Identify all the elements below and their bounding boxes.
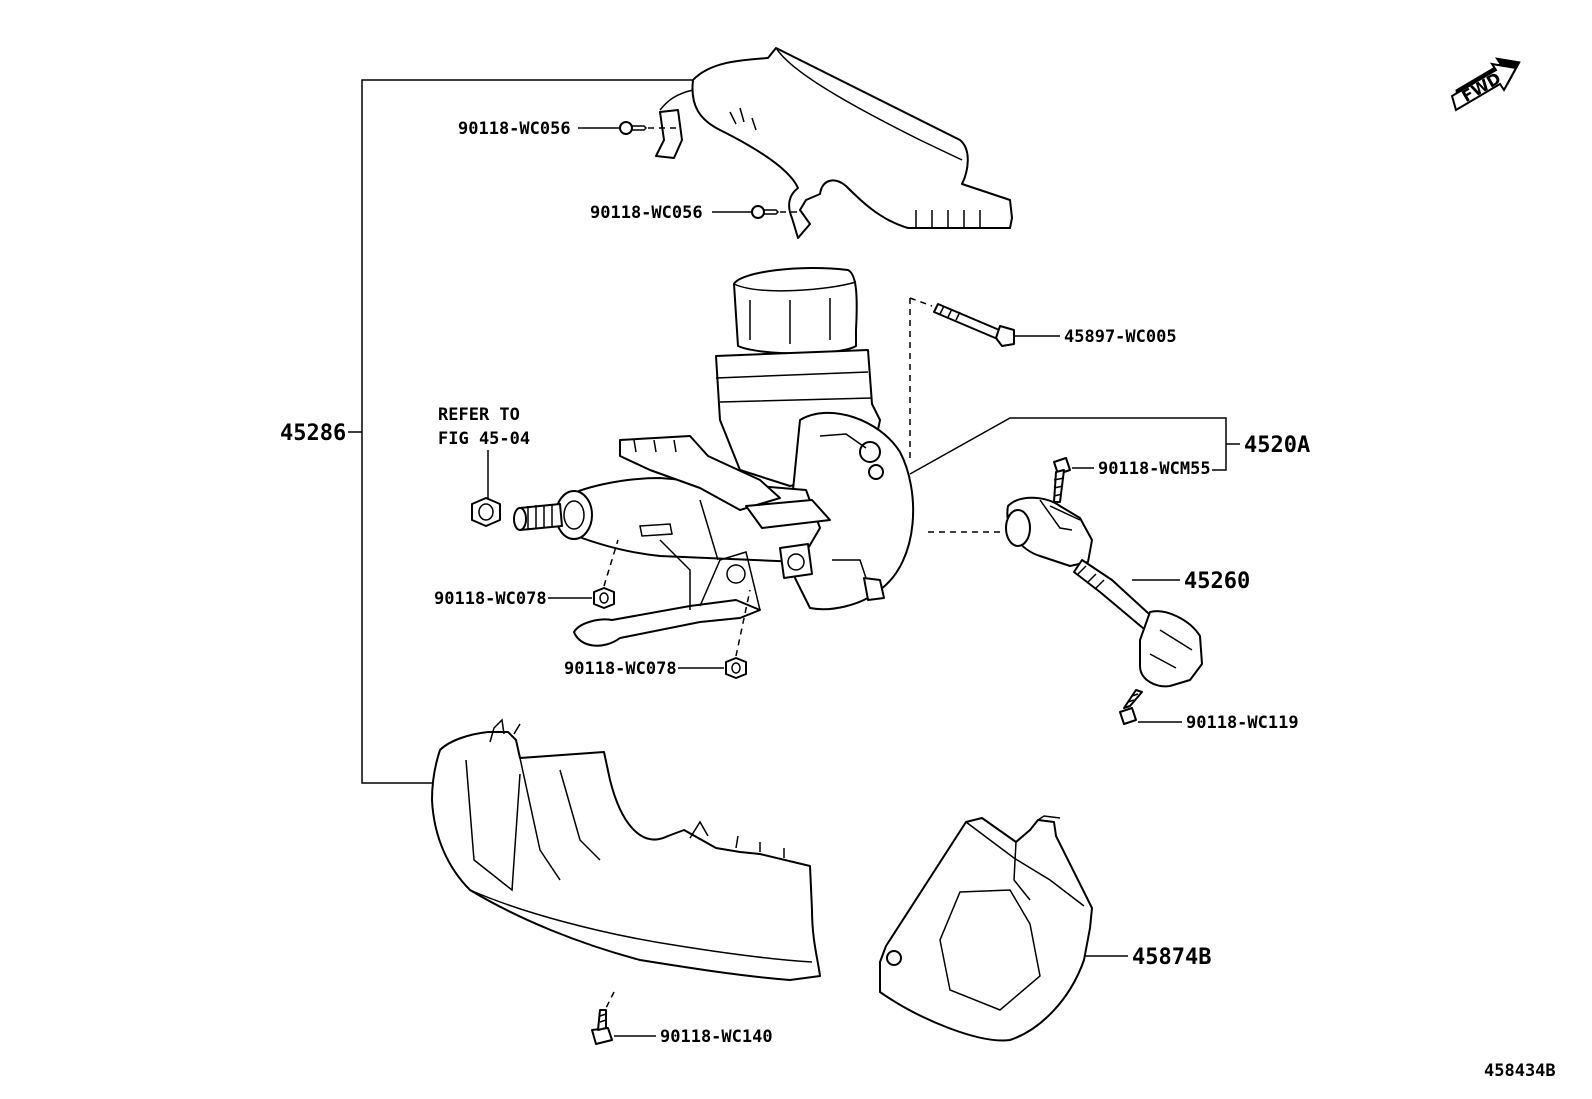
label-wc140: 90118-WC140	[660, 1027, 773, 1047]
label-wc078-a: 90118-WC078	[434, 589, 547, 609]
label-45286: 45286	[280, 421, 346, 446]
label-wc056-top: 90118-WC056	[458, 119, 571, 139]
fwd-label: FWD	[1458, 69, 1504, 106]
label-wc078-b: 90118-WC078	[564, 659, 677, 679]
cover-45874b	[879, 815, 1093, 1042]
label-45897-wc005: 45897-WC005	[1064, 327, 1177, 347]
screw-wc056-top-icon	[619, 121, 648, 135]
bolt-wcm55-icon	[1053, 457, 1071, 503]
refer-to-line-1: REFER TO	[438, 405, 520, 425]
upper-column-cover	[655, 47, 1013, 239]
screw-wc140-icon	[591, 1009, 613, 1045]
steering-column-assembly	[513, 266, 915, 647]
label-wc056-bottom: 90118-WC056	[590, 203, 703, 223]
assembly-bracket-45286	[348, 79, 693, 784]
nut-wc078-a-icon	[593, 587, 615, 609]
fwd-arrow-icon: FWD	[1450, 57, 1521, 112]
refer-to-line-2: FIG 45-04	[438, 429, 530, 449]
lower-column-cover	[431, 718, 821, 981]
nut-refer-icon	[471, 497, 501, 527]
nut-wc078-b-icon	[725, 657, 747, 679]
figure-id: 458434B	[1484, 1061, 1556, 1081]
bolt-wc119-icon	[1119, 689, 1143, 725]
label-45260: 45260	[1184, 569, 1250, 594]
intermediate-shaft-45260	[1005, 496, 1203, 688]
label-wc119: 90118-WC119	[1186, 713, 1299, 733]
label-wcm55: 90118-WCM55	[1098, 459, 1211, 479]
label-4520a: 4520A	[1244, 433, 1310, 458]
bolt-45897-icon	[933, 303, 1015, 347]
screw-wc056-bottom-icon	[751, 205, 780, 219]
label-45874b: 45874B	[1132, 945, 1211, 970]
